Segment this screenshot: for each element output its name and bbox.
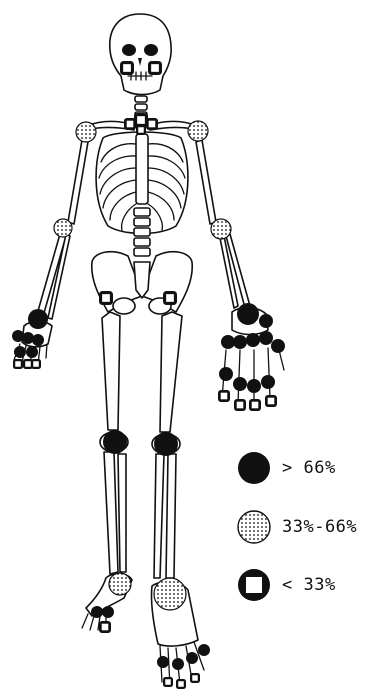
joint-marker-left-mcp-2	[233, 335, 247, 349]
joint-marker-left-mtp-3	[186, 652, 198, 664]
joint-marker-right-mtp-1	[91, 606, 103, 618]
joint-marker-sternoclavicular	[136, 125, 146, 135]
joint-marker-right-elbow	[54, 219, 72, 237]
joint-marker-right-mtp-2	[102, 606, 114, 618]
skull	[110, 14, 171, 95]
joint-marker-left-pip-2	[233, 377, 247, 391]
joint-marker-right-mcp-3	[32, 334, 44, 346]
joint-marker-left-ip-toe-2	[176, 679, 186, 689]
joint-marker-left-mcp-3	[246, 333, 260, 347]
legend-label-high: > 66%	[282, 458, 336, 478]
joint-marker-left-mcp-4	[259, 331, 273, 345]
legend-label-low: < 33%	[282, 575, 336, 595]
joint-marker-right-hip	[99, 291, 113, 305]
joint-marker-cervical-spine	[134, 113, 148, 127]
joint-marker-right-pip-1	[14, 346, 26, 358]
left-arm	[196, 140, 284, 404]
joint-marker-left-knee	[154, 432, 178, 456]
joint-marker-left-mtp-4	[198, 644, 210, 656]
joint-marker-left-elbow	[211, 219, 231, 239]
joint-marker-right-knee	[103, 430, 127, 454]
joint-marker-left-hip	[163, 291, 177, 305]
joint-marker-left-pip-4	[261, 375, 275, 389]
joint-marker-right-mcp-2	[22, 332, 34, 344]
joint-marker-left-wrist	[237, 303, 259, 325]
joint-marker-right-ip-toe	[99, 621, 111, 633]
joint-marker-right-dip-3	[31, 359, 41, 369]
legend-marker-dotted	[236, 509, 272, 545]
joint-marker-left-acromioclavicular	[146, 118, 158, 130]
right-arm	[14, 140, 88, 364]
joint-marker-left-carpal	[259, 314, 273, 328]
legend-marker-solid	[236, 450, 272, 486]
legend-label-mid: 33%-66%	[282, 517, 357, 537]
joint-marker-left-dip-4	[265, 395, 277, 407]
joint-marker-left-dip-2	[234, 399, 246, 411]
joint-marker-right-tmj	[120, 61, 134, 75]
joint-marker-right-mcp-1	[12, 330, 24, 342]
joint-marker-left-dip-1	[218, 390, 230, 402]
joint-marker-left-mtp-2	[172, 658, 184, 670]
joint-marker-right-shoulder	[76, 122, 96, 142]
joint-marker-left-mcp-5	[271, 339, 285, 353]
joint-marker-right-pip-2	[26, 346, 38, 358]
joint-marker-left-ip-toe-3	[190, 673, 200, 683]
joint-marker-left-shoulder	[188, 121, 208, 141]
joint-marker-left-pip-1	[219, 367, 233, 381]
left-leg	[151, 312, 204, 686]
joint-marker-right-ankle	[109, 573, 131, 595]
joint-marker-right-wrist	[28, 309, 48, 329]
joint-marker-left-tmj	[148, 61, 162, 75]
lumbar-spine	[134, 208, 150, 256]
joint-marker-right-acromioclavicular	[124, 118, 136, 130]
joint-marker-right-dip-1	[13, 359, 23, 369]
legend-marker-open-square	[236, 567, 272, 603]
joint-marker-left-dip-3	[249, 399, 261, 411]
joint-marker-left-ankle	[154, 578, 186, 610]
joint-marker-left-mtp-1	[157, 656, 169, 668]
joint-marker-left-pip-3	[247, 379, 261, 393]
joint-marker-left-mcp-1	[221, 335, 235, 349]
joint-marker-left-ip-toe-1	[163, 677, 173, 687]
